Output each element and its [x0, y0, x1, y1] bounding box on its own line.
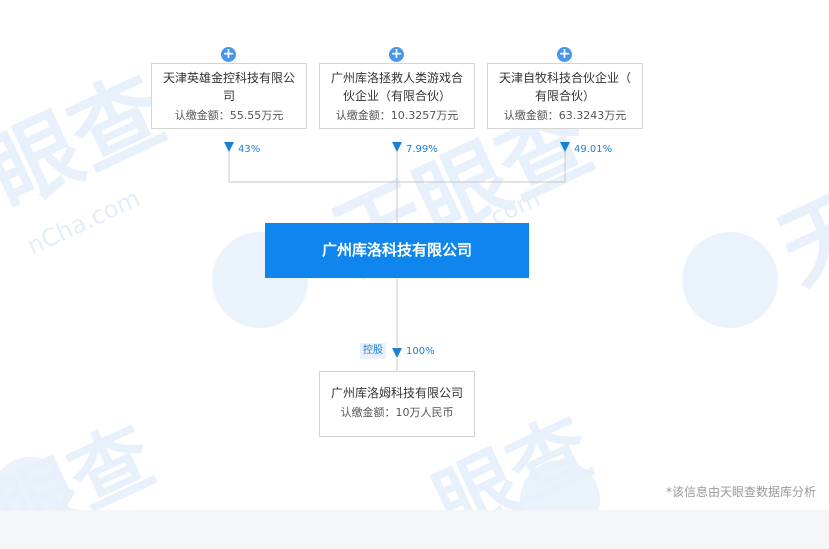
source-footnote: *该信息由天眼查数据库分析: [666, 485, 817, 499]
arrow-down-icon: [560, 142, 570, 152]
center-company-node[interactable]: 广州库洛科技有限公司: [265, 223, 529, 278]
shareholder-amount: 认缴金额：55.55万元: [174, 109, 284, 122]
shareholder-name-line1: 广州库洛拯救人类游戏合: [330, 71, 463, 85]
connector-lines: [228, 150, 566, 371]
subsidiary-node[interactable]: 广州库洛姆科技有限公司 认缴金额：10万人民币: [319, 371, 475, 437]
shareholder-name-line1: 天津自牧科技合伙企业（: [498, 71, 631, 85]
shareholder-name-line1: 天津英雄金控科技有限公: [162, 71, 295, 85]
subsidiary-name: 广州库洛姆科技有限公司: [330, 386, 463, 400]
expand-plus-icon[interactable]: +: [221, 46, 236, 62]
share-percent: 49.01%: [574, 144, 613, 155]
shareholder-node[interactable]: 天津英雄金控科技有限公 司 认缴金额：55.55万元: [151, 63, 307, 129]
page-footer-band: [0, 510, 829, 549]
arrow-down-icon: [224, 142, 234, 152]
subsidiary-amount: 认缴金额：10万人民币: [340, 406, 454, 419]
shareholder-amount: 认缴金额：10.3257万元: [335, 109, 459, 122]
subsidiary-percent: 100%: [406, 346, 435, 357]
shareholder-node[interactable]: 广州库洛拯救人类游戏合 伙企业（有限合伙） 认缴金额：10.3257万元: [319, 63, 475, 129]
share-percent: 43%: [238, 144, 261, 155]
expand-plus-icon[interactable]: +: [557, 46, 572, 62]
shareholder-name-line2: 伙企业（有限合伙）: [342, 89, 451, 103]
arrow-down-icon: [392, 142, 402, 152]
holding-tag: 控股: [360, 343, 386, 359]
shareholder-name-line2: 司: [222, 89, 235, 103]
arrow-down-icon: [392, 348, 402, 358]
share-percent: 7.99%: [406, 144, 438, 155]
shareholder-name-line2: 有限合伙）: [534, 89, 595, 103]
expand-plus-icon[interactable]: +: [389, 46, 404, 62]
equity-structure-diagram: 眼查 天眼查 天 眼查 眼查 nCha.com nCha.com + + + 天…: [0, 46, 829, 510]
shareholder-node[interactable]: 天津自牧科技合伙企业（ 有限合伙） 认缴金额：63.3243万元: [487, 63, 643, 129]
shareholder-amount: 认缴金额：63.3243万元: [503, 109, 627, 122]
